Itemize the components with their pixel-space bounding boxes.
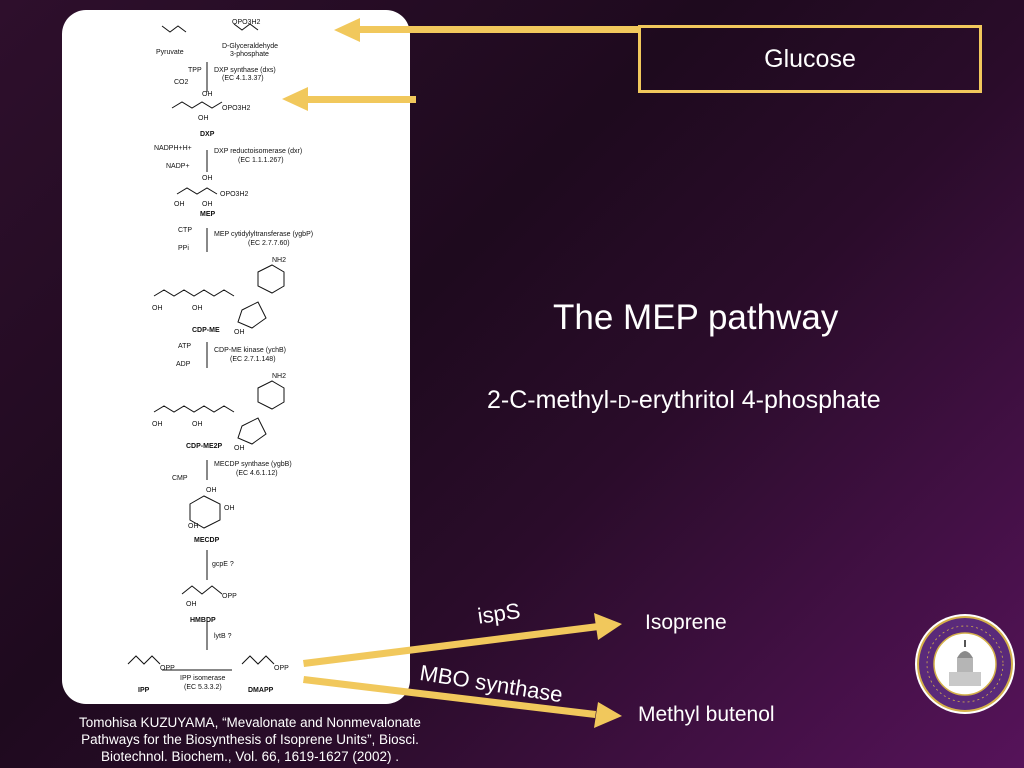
dg-mecdp: MECDP	[194, 537, 220, 544]
dg-g3p: D-Glyceraldehyde	[222, 43, 278, 50]
subtitle-main: 2-C-methyl-	[487, 386, 618, 414]
mbo-arrow-head	[594, 702, 622, 728]
dg-nadp: NADP+	[166, 163, 190, 170]
dg-ygbp-enzyme: MEP cytidylyltransferase (ygbP)	[214, 231, 313, 238]
cdpme-ribose	[237, 301, 267, 329]
dmapp-structure	[241, 655, 275, 665]
dg-ygbb-ec: (EC 4.6.1.12)	[236, 470, 278, 477]
dg-ychb-ec: (EC 2.7.1.148)	[230, 356, 276, 363]
dg-oh-7: OH	[192, 305, 203, 312]
mbo-synthase-label: MBO synthase	[418, 660, 565, 708]
dg-pyruvate: Pyruvate	[156, 49, 184, 56]
subtitle-small-caps: D	[617, 392, 631, 412]
dg-oh-8: OH	[234, 329, 245, 336]
dg-opp-1: OPP	[222, 593, 237, 600]
hmbdp-structure	[181, 585, 223, 595]
dg-oh-1: OH	[202, 91, 213, 98]
methyl-butenol-label: Methyl butenol	[638, 703, 775, 726]
cdpme2p-cytosine	[257, 380, 285, 410]
mep-pathway-diagram: Pyruvate D-Glyceraldehyde 3-phosphate OP…	[127, 19, 313, 694]
dg-oh-12: OH	[206, 487, 217, 494]
slide-title: The MEP pathway	[553, 298, 839, 337]
dxp-structure	[171, 101, 223, 109]
dg-atp: ATP	[178, 343, 191, 350]
dg-ctp: CTP	[178, 227, 192, 234]
isoprene-arrow-head	[594, 613, 622, 640]
dg-opp-2: OPP	[160, 665, 175, 672]
dg-ipp-ec: (EC 5.3.3.2)	[184, 684, 222, 691]
citation-line-1: Tomohisa KUZUYAMA, “Mevalonate and Nonme…	[79, 715, 421, 730]
dg-opp-3: OPP	[274, 665, 289, 672]
dg-oh-3: OH	[202, 175, 213, 182]
dg-oh-13: OH	[224, 505, 235, 512]
dg-oh-11: OH	[234, 445, 245, 452]
pathway-panel	[62, 10, 410, 704]
dg-oh-10: OH	[192, 421, 203, 428]
dg-opo3h2-1: OPO3H2	[232, 19, 261, 26]
isoprene-label: Isoprene	[645, 611, 727, 634]
subtitle-rest: -erythritol 4-phosphate	[630, 386, 881, 414]
dg-dxs-enzyme: DXP synthase (dxs)	[214, 67, 276, 74]
slide-subtitle: 2-C-methyl-D-erythritol 4-phosphate	[487, 386, 881, 415]
citation: Tomohisa KUZUYAMA, “Mevalonate and Nonme…	[30, 714, 470, 765]
dg-mep: MEP	[200, 211, 216, 218]
citation-line-2: Pathways for the Biosynthesis of Isopren…	[81, 732, 419, 747]
dg-co2: CO2	[174, 79, 189, 86]
dg-dxr-enzyme: DXP reductoisomerase (dxr)	[214, 148, 302, 155]
glucose-label: Glucose	[764, 44, 856, 73]
cdpme-structure	[153, 289, 235, 297]
dg-oh-5: OH	[202, 201, 213, 208]
dg-oh-14: OH	[188, 523, 199, 530]
dg-ipp: IPP	[138, 687, 150, 694]
mep-structure	[176, 187, 218, 195]
cdpme2p-ribose	[237, 417, 267, 445]
dg-oh-9: OH	[152, 421, 163, 428]
dg-nh2-2: NH2	[272, 373, 286, 380]
dg-lytb: lytB ?	[214, 633, 232, 640]
ipp-structure	[127, 655, 161, 665]
dg-oh-15: OH	[186, 601, 197, 608]
dg-ipp-isomerase: IPP isomerase	[180, 675, 225, 682]
dg-dxs-ec: (EC 4.1.3.37)	[222, 75, 264, 82]
ispS-label: ispS	[476, 598, 522, 629]
glucose-box: Glucose	[638, 25, 982, 93]
dg-dxr-ec: (EC 1.1.1.267)	[238, 157, 284, 164]
dg-oh-6: OH	[152, 305, 163, 312]
dg-nadph: NADPH+H+	[154, 145, 192, 152]
dg-tpp: TPP	[188, 67, 202, 74]
dg-ychb-enzyme: CDP-ME kinase (ychB)	[214, 347, 286, 354]
dg-cmp: CMP	[172, 475, 188, 482]
dg-hmbdp: HMBDP	[190, 617, 216, 624]
dg-opo3h2-3: OPO3H2	[220, 191, 249, 198]
dg-opo3h2-2: OPO3H2	[222, 105, 251, 112]
cdpme2p-structure	[153, 405, 235, 413]
university-seal-logo	[915, 614, 1015, 714]
dg-dmapp: DMAPP	[248, 687, 274, 694]
citation-line-3: Biotechnol. Biochem., Vol. 66, 1619-1627…	[101, 749, 399, 764]
dg-gcpe: gcpE ?	[212, 561, 234, 568]
dg-ygbb-enzyme: MECDP synthase (ygbB)	[214, 461, 292, 468]
dg-adp: ADP	[176, 361, 191, 368]
dg-nh2-1: NH2	[272, 257, 286, 264]
dg-dxp: DXP	[200, 131, 215, 138]
mecdp-ring	[189, 495, 221, 529]
dg-oh-2: OH	[198, 115, 209, 122]
dg-ygbp-ec: (EC 2.7.7.60)	[248, 240, 290, 247]
cdpme-cytosine	[257, 264, 285, 294]
dg-g3p2: 3-phosphate	[230, 51, 269, 58]
dg-cdpme: CDP-ME	[192, 327, 220, 334]
dg-oh-4: OH	[174, 201, 185, 208]
dg-cdpme2p: CDP-ME2P	[186, 443, 223, 450]
g3p-structure	[233, 23, 259, 31]
dg-ppi: PPi	[178, 245, 189, 252]
pyruvate-structure	[161, 25, 187, 33]
